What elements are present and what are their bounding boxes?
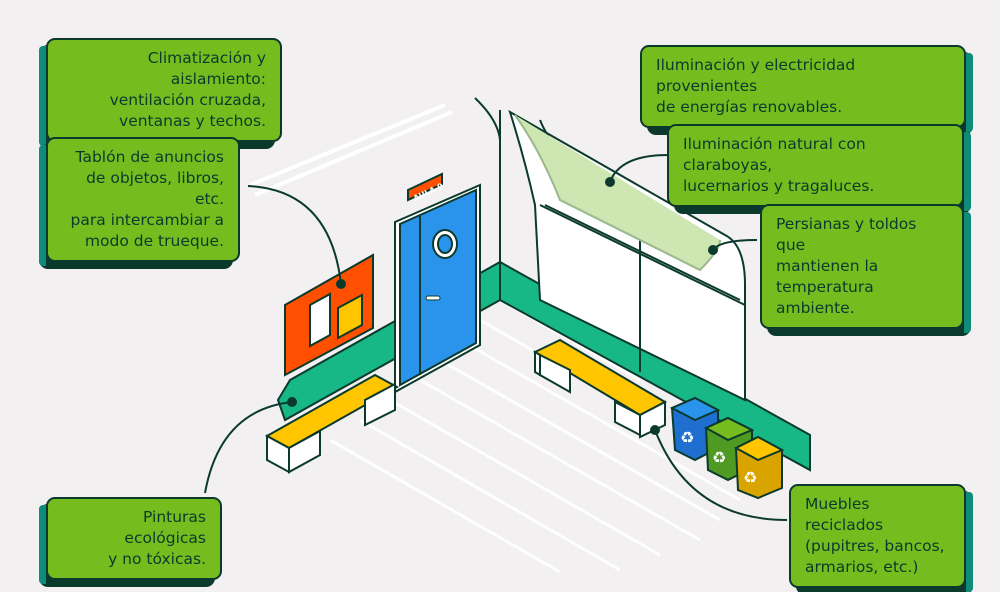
recycle-icon: ♻ bbox=[680, 428, 694, 447]
door-sign: AULA 9 bbox=[407, 172, 445, 203]
callout-text: Climatización y aislamiento:ventilación … bbox=[109, 49, 266, 130]
light-beam bbox=[249, 103, 453, 197]
door bbox=[394, 183, 481, 394]
callout-climatizacion: Climatización y aislamiento:ventilación … bbox=[39, 38, 282, 146]
connector-dots bbox=[287, 177, 718, 435]
notice-board bbox=[284, 253, 374, 377]
recycle-icon: ♻ bbox=[712, 448, 726, 467]
recycle-icon: ♻ bbox=[743, 468, 757, 487]
callout-text: Muebles reciclados(pupitres, bancos,arma… bbox=[805, 495, 945, 576]
bench-right bbox=[532, 338, 668, 439]
window bbox=[508, 109, 746, 402]
callout-text: Iluminación natural con claraboyas,lucer… bbox=[683, 135, 875, 195]
callout-iluminacion-natural: Iluminación natural con claraboyas,lucer… bbox=[667, 124, 971, 211]
recycle-bin-yellow: ♻ bbox=[733, 435, 785, 500]
callout-muebles: Muebles reciclados(pupitres, bancos,arma… bbox=[789, 484, 973, 592]
bench-left bbox=[264, 373, 400, 474]
